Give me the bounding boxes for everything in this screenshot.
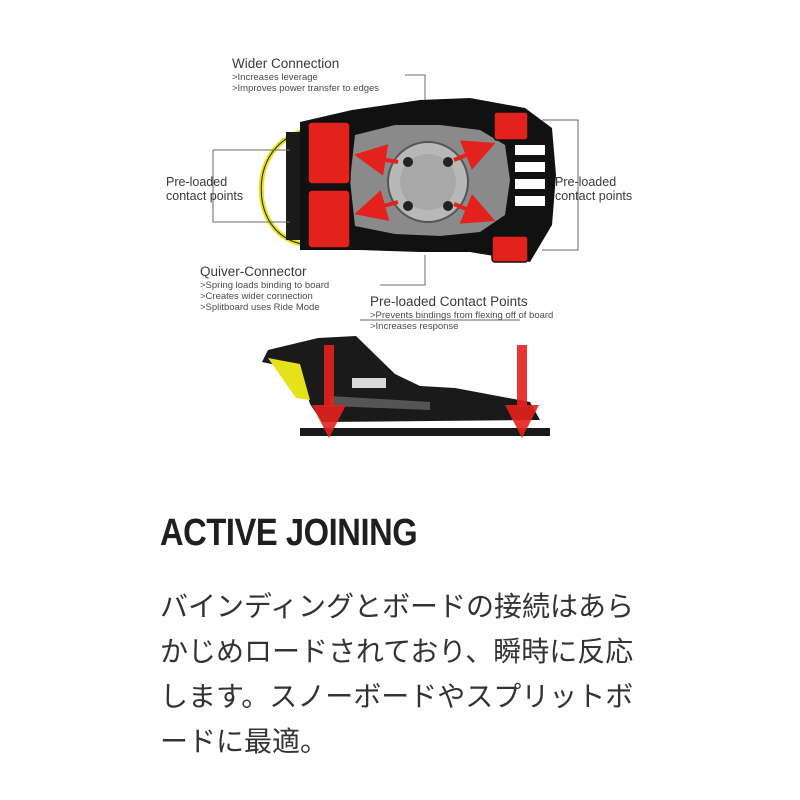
description-line: かじめロードされており、瞬時に反応 — [160, 635, 634, 668]
contact-pad-left-bottom — [307, 189, 351, 249]
description-line: ードに最適。 — [160, 725, 329, 758]
callout-contact-line-2: >Increases response — [370, 321, 458, 332]
callout-quiver-connector: Quiver-Connector >Spring loads binding t… — [200, 264, 329, 313]
callout-right-line-2: contact points — [555, 189, 632, 203]
callout-preloaded-contact-points: Pre-loaded Contact Points >Prevents bind… — [370, 294, 553, 332]
callout-wider-title: Wider Connection — [232, 56, 339, 71]
arrow-toe-down — [505, 345, 539, 438]
callout-quiver-line-3: >Splitboard uses Ride Mode — [200, 302, 320, 313]
callout-quiver-line-2: >Creates wider connection — [200, 291, 313, 302]
binding-diagram: Wider Connection >Increases leverage >Im… — [166, 56, 632, 438]
callout-wider-line-1: >Increases leverage — [232, 72, 318, 83]
callout-wider-line-2: >Improves power transfer to edges — [232, 83, 379, 94]
contact-pad-right-bottom — [491, 235, 529, 263]
callout-left-line-1: Pre-loaded — [166, 175, 227, 189]
arrow-heel-down — [312, 345, 346, 438]
callout-quiver-title: Quiver-Connector — [200, 264, 307, 279]
contact-pad-right-top — [493, 111, 529, 141]
board-base — [300, 428, 550, 436]
description-text: バインディングとボードの接続はあら かじめロードされており、瞬時に反応 します。… — [160, 584, 660, 764]
binding-side-view — [262, 336, 550, 438]
leader-lines — [212, 74, 579, 321]
callout-contact-line-1: >Prevents bindings from flexing off of b… — [370, 310, 553, 321]
contact-pad-left-top — [307, 121, 351, 185]
callout-quiver-line-1: >Spring loads binding to board — [200, 280, 329, 291]
callout-preloaded-right: Pre-loaded contact points — [555, 175, 632, 203]
callout-left-line-2: contact points — [166, 189, 243, 203]
section-heading: ACTIVE JOINING — [160, 512, 418, 554]
description-line: します。スノーボードやスプリットボ — [160, 680, 634, 713]
binding-top-view — [258, 98, 556, 263]
description-line: バインディングとボードの接続はあら — [160, 590, 635, 623]
heel-highback-yellow — [268, 358, 310, 400]
callout-wider-connection: Wider Connection >Increases leverage >Im… — [232, 56, 379, 94]
callout-right-line-1: Pre-loaded — [555, 175, 616, 189]
callout-preloaded-left: Pre-loaded contact points — [166, 175, 243, 203]
callout-contact-title: Pre-loaded Contact Points — [370, 294, 528, 309]
